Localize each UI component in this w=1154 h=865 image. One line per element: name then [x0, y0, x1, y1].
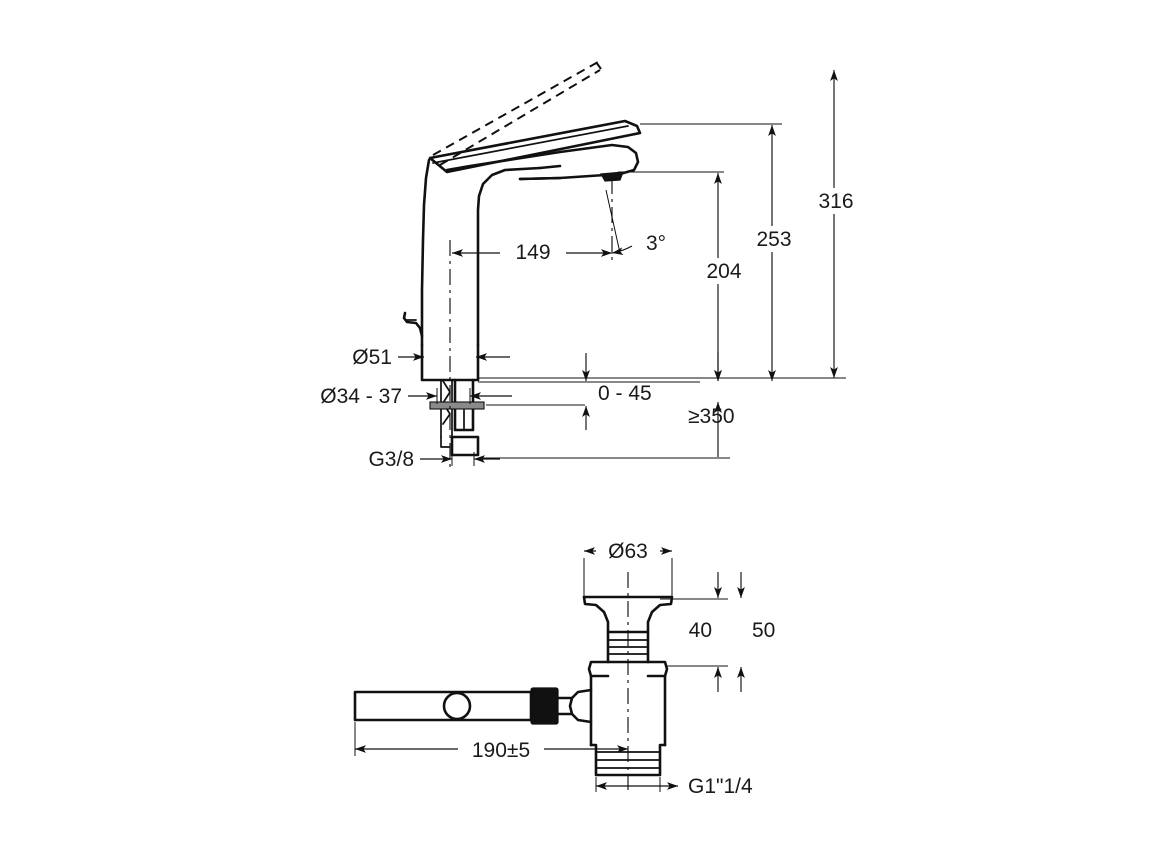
dimension-d34-37: Ø34 - 37: [320, 385, 512, 408]
lever-open-position-ghost: [432, 61, 602, 166]
view-basin-mixer: 149 149 3° Ø51 Ø34 - 37: [320, 61, 862, 471]
lever-ball-joint: [442, 691, 472, 721]
lever-handle: [428, 119, 642, 174]
dimension-149: 149 149: [452, 240, 612, 265]
dimension-label-3deg: 3°: [646, 232, 666, 255]
dimension-value-149: 149: [515, 241, 550, 264]
waste-lever-rod: [353, 690, 533, 722]
dimension-label-d63: Ø63: [608, 540, 648, 563]
supply-nut: [450, 435, 480, 457]
dimension-d63: Ø63: [583, 538, 673, 596]
dimension-190: 190±5: [354, 722, 628, 762]
dimension-label-316: 316: [818, 190, 853, 213]
dimension-label-g114: G1"1/4: [688, 775, 753, 798]
dimension-label-d51: Ø51: [352, 346, 392, 369]
dimension-label-g38: G3/8: [368, 448, 414, 471]
dimension-label-min350: ≥350: [688, 405, 735, 428]
handle-pivot-tab: [402, 311, 424, 338]
dimension-50: 50: [737, 572, 775, 692]
dimension-40: 40: [660, 572, 728, 692]
mounting-shank-assembly: [429, 378, 485, 457]
dimension-0-45: 0 - 45: [478, 353, 700, 430]
dimension-label-0-45: 0 - 45: [598, 382, 652, 405]
dimension-label-50: 50: [752, 619, 775, 642]
dimension-g114: G1"1/4: [595, 775, 753, 798]
dimension-316: 316: [478, 70, 862, 379]
dimension-204: 204: [618, 171, 750, 381]
mounting-washer: [429, 401, 485, 410]
dimension-label-d34-37: Ø34 - 37: [320, 385, 402, 408]
dimension-g38: G3/8: [368, 448, 500, 471]
view-popup-waste: Ø63 40 50 190±5 G1"1/4: [353, 538, 775, 798]
dimension-label-253: 253: [756, 228, 791, 251]
dimension-label-190: 190±5: [472, 739, 530, 762]
dimension-253: 253: [640, 123, 800, 381]
dimension-d51: Ø51: [352, 346, 510, 369]
lever-knurled-nut: [530, 687, 559, 725]
dimension-label-204: 204: [706, 260, 741, 283]
dimension-3deg: 3°: [605, 189, 666, 256]
dimension-label-40: 40: [689, 619, 712, 642]
